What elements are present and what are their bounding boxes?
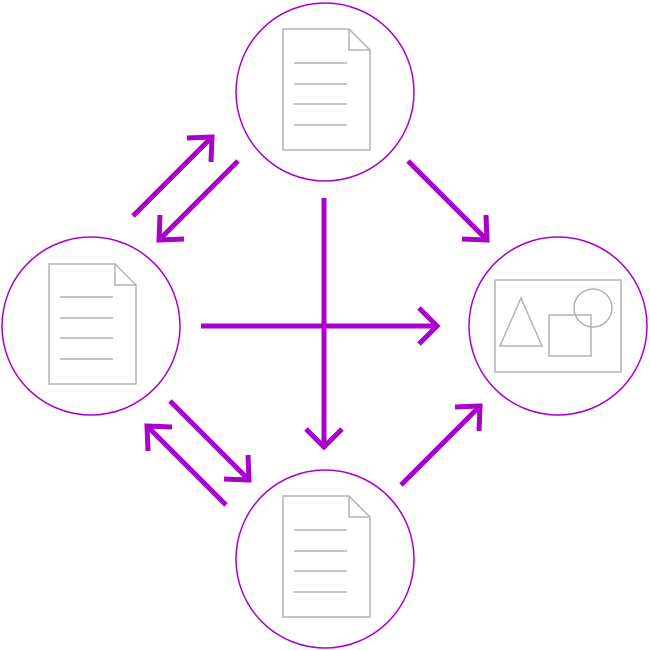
arrow-top-to-bottom: [304, 198, 344, 451]
document-icon: [48, 263, 137, 385]
node-left: [1, 236, 181, 416]
document-icon: [282, 28, 371, 151]
arrow-bottom-to-right: [399, 403, 483, 487]
image-shapes-icon: [494, 279, 622, 373]
arrow-left-to-top: [131, 134, 215, 218]
node-bottom: [235, 469, 415, 649]
arrow-top-to-left: [156, 159, 240, 243]
arrow-top-to-right: [406, 159, 490, 243]
document-icon: [282, 495, 371, 618]
arrow-bottom-to-left: [144, 423, 228, 507]
arrow-left-to-bottom: [168, 399, 252, 483]
arrows-layer: [131, 134, 490, 507]
arrow-left-to-right: [201, 306, 441, 346]
node-top: [235, 2, 415, 182]
node-right: [468, 236, 648, 416]
